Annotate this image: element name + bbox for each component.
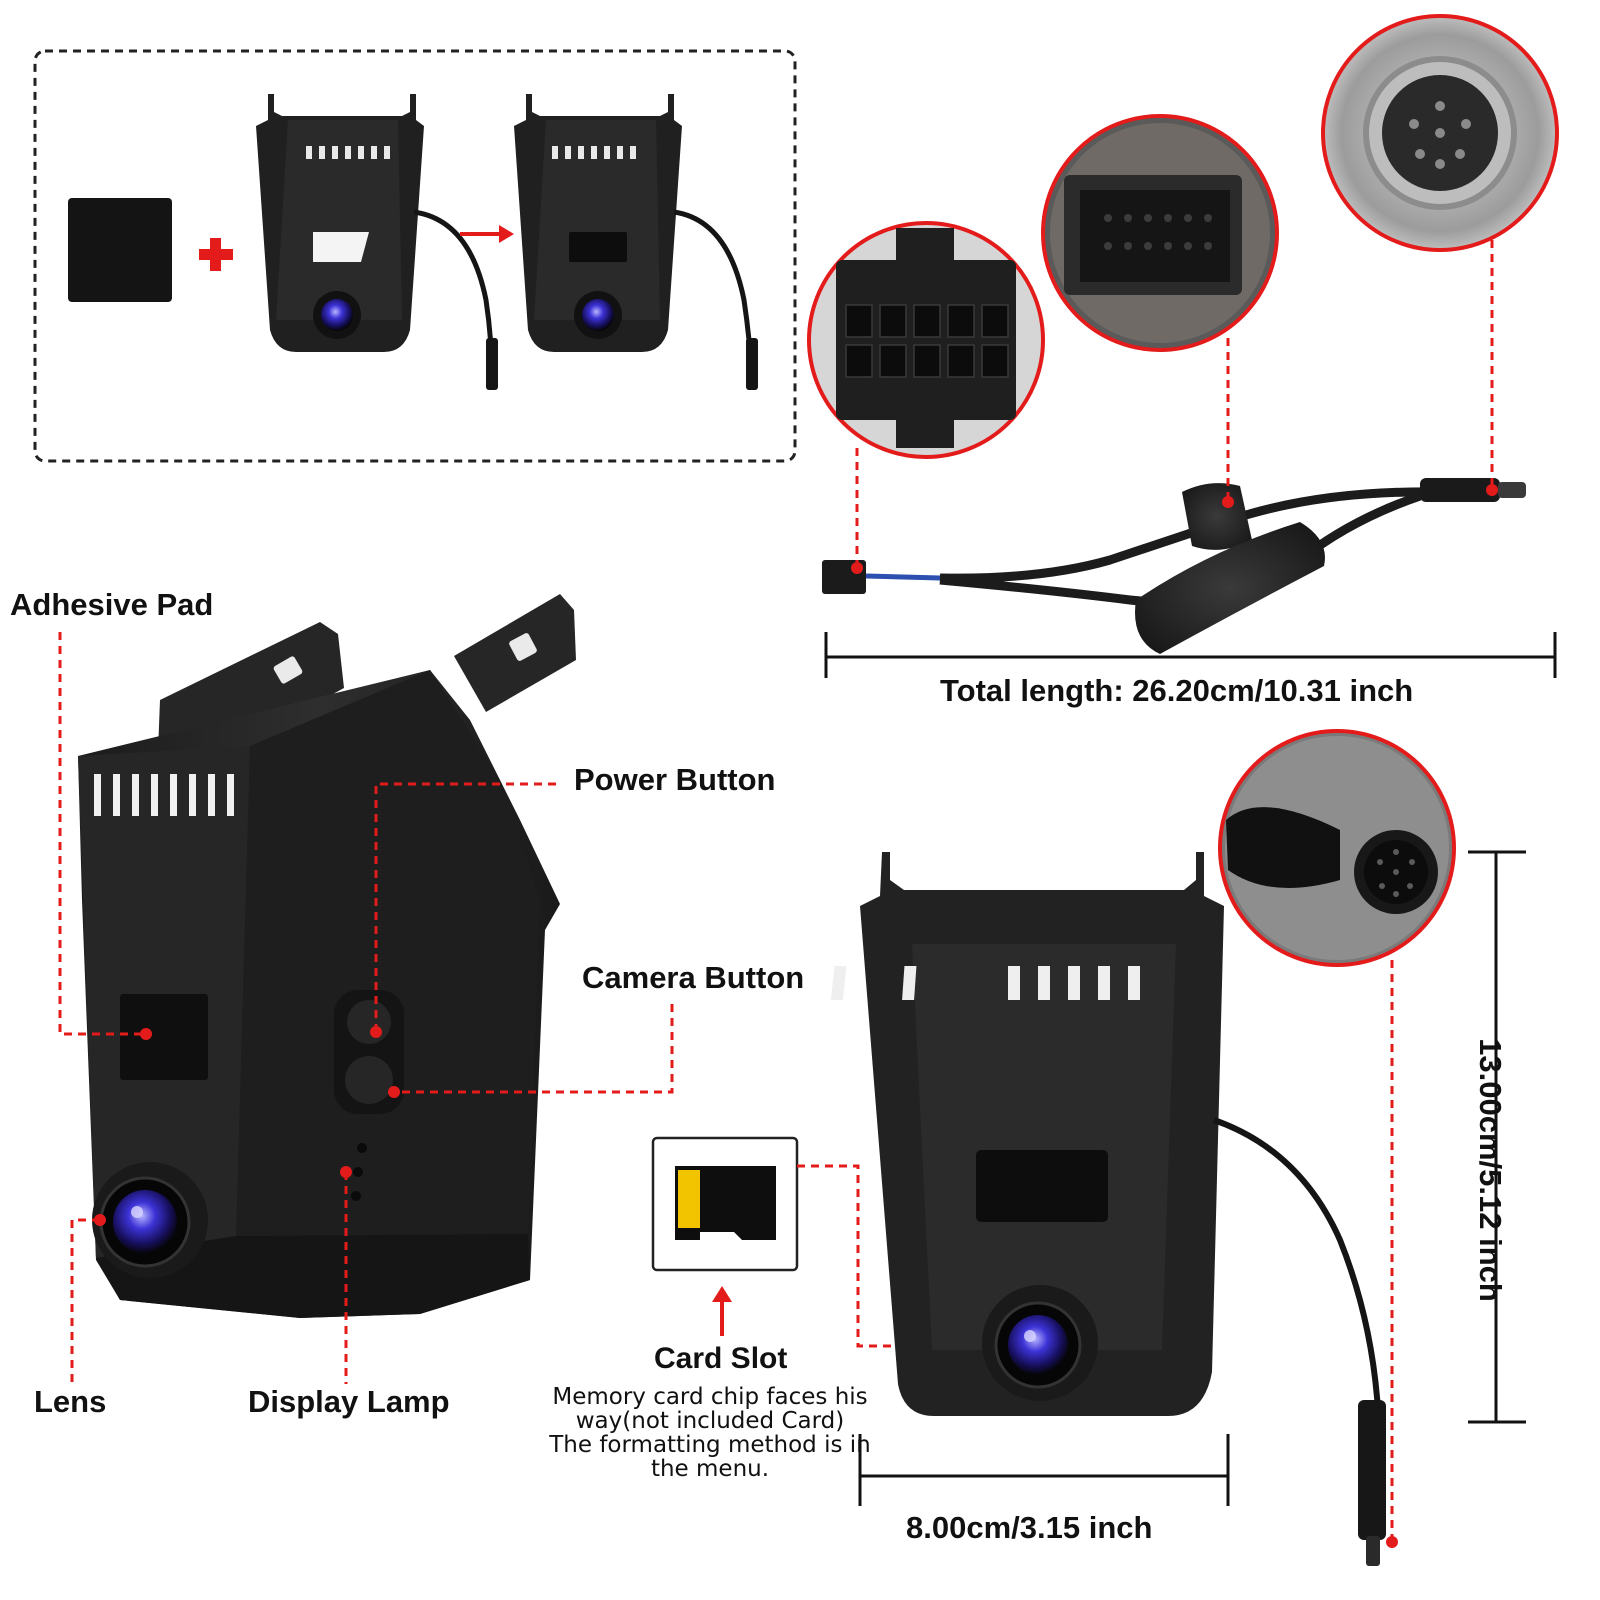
- label-height: 13.00cm/5.12 inch: [1472, 1038, 1508, 1302]
- sd-card-icon: [675, 1166, 776, 1240]
- connector-magnifier-1: [807, 221, 1045, 459]
- assembly-box: [33, 49, 797, 463]
- small-camera-after: [514, 94, 758, 390]
- main-camera: [78, 594, 576, 1318]
- harness-leader-lines: [855, 240, 1494, 566]
- card-slot-note: Memory card chip faces his way(not inclu…: [530, 1385, 890, 1481]
- connector-magnifier-3: [1321, 14, 1559, 252]
- connector-magnifier-2: [1041, 114, 1279, 352]
- plus-icon: [199, 238, 233, 271]
- sd-leader-line: [797, 1164, 904, 1348]
- card-note-line: The formatting method is in: [549, 1432, 871, 1458]
- label-adhesive-pad: Adhesive Pad: [10, 587, 214, 622]
- width-dimension: [858, 1434, 1230, 1506]
- card-note-line: way(not included Card): [575, 1408, 845, 1434]
- arrow-right-icon: [460, 225, 514, 243]
- plug-magnifier: [1218, 729, 1456, 967]
- label-lens: Lens: [34, 1384, 107, 1419]
- small-camera-before: [256, 94, 498, 390]
- wiring-harness: [822, 478, 1526, 654]
- card-note-line: Memory card chip faces his: [552, 1384, 868, 1410]
- label-power-button: Power Button: [574, 762, 776, 797]
- arrow-up-icon: [712, 1286, 732, 1336]
- label-total-length: Total length: 26.20cm/10.31 inch: [940, 673, 1414, 708]
- front-camera: [830, 852, 1386, 1566]
- label-display-lamp: Display Lamp: [248, 1384, 450, 1419]
- height-dimension: [1468, 850, 1526, 1424]
- card-note-line: the menu.: [650, 1456, 770, 1482]
- adhesive-pad-square: [68, 198, 172, 302]
- main-leader-lines: [58, 632, 674, 1384]
- label-card-slot: Card Slot: [654, 1342, 788, 1375]
- label-camera-button: Camera Button: [582, 960, 805, 995]
- label-width: 8.00cm/3.15 inch: [906, 1510, 1153, 1545]
- total-length-dimension: [824, 632, 1557, 678]
